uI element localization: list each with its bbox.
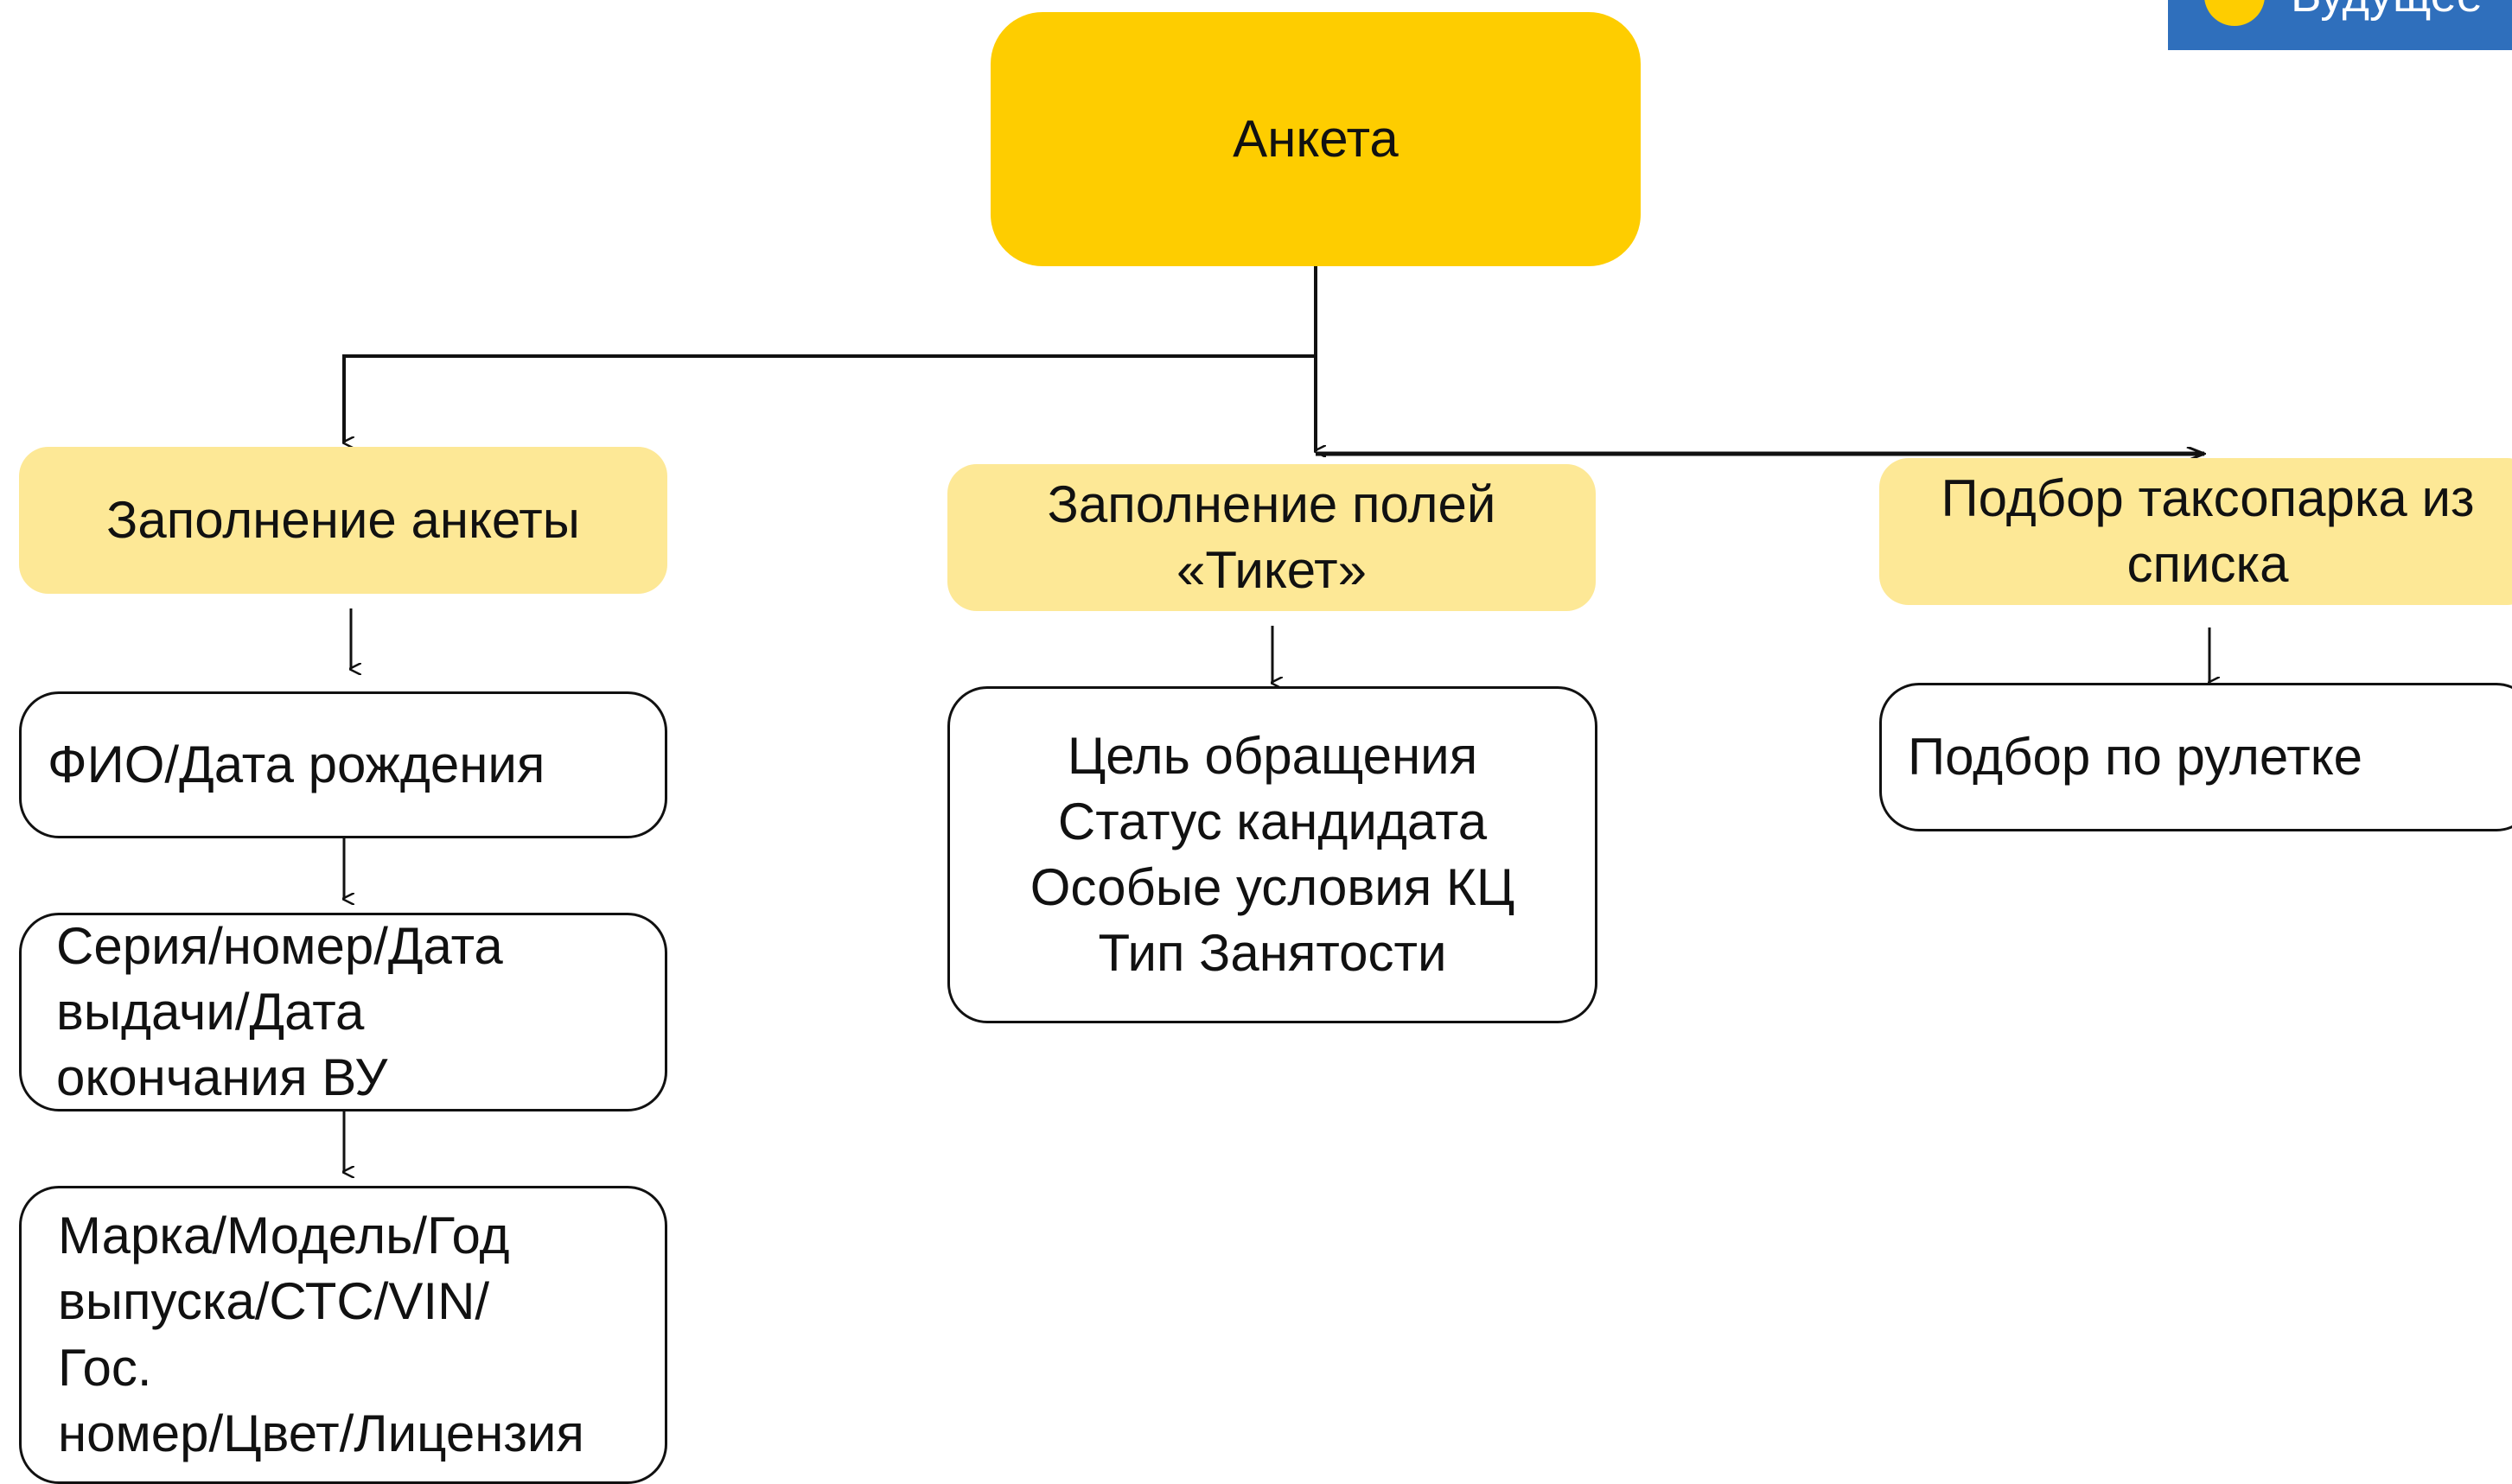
detail-fio-label: ФИО/Дата рождения [48, 735, 545, 793]
category-ticket-fields-line-2: «Тикет» [1176, 541, 1368, 599]
detail-license-line-2: выдачи/Дата [56, 982, 365, 1041]
detail-vehicle-line-4: номер/Цвет/Лицензия [58, 1404, 584, 1462]
detail-ticket-line-4: Тип Занятости [1098, 924, 1447, 983]
detail-vehicle-line-3: Гос. [58, 1338, 152, 1397]
category-ticket-fields: Заполнение полей «Тикет» [947, 464, 1596, 611]
category-taxi-park-line-2: списка [2126, 535, 2289, 593]
detail-ticket-line-1: Цель обращения [1067, 726, 1478, 785]
detail-roulette-label: Подбор по рулетке [1908, 727, 2363, 786]
category-fill-form: Заполнение анкеты [19, 447, 667, 594]
detail-ticket-line-2: Статус кандидата [1057, 792, 1488, 850]
detail-license-line-3: окончания ВУ [56, 1048, 388, 1107]
root-node-label: Анкета [1233, 109, 1399, 168]
category-taxi-park: Подбор таксопарка из списка [1879, 458, 2512, 605]
detail-ticket-fields: Цель обращения Статус кандидата Особые у… [947, 686, 1597, 1023]
detail-vehicle-line-1: Марка/Модель/Год [58, 1207, 510, 1265]
detail-license-line-1: Серия/номер/Дата [56, 916, 503, 975]
category-taxi-park-line-1: Подбор таксопарка из [1941, 468, 2475, 527]
detail-roulette-selection: Подбор по рулетке [1879, 683, 2512, 831]
detail-license-document: Серия/номер/Дата выдачи/Дата окончания В… [19, 913, 667, 1111]
detail-ticket-line-3: Особые условия КЦ [1030, 858, 1515, 916]
detail-fio-birthdate: ФИО/Дата рождения [19, 691, 667, 838]
category-fill-form-label: Заполнение анкеты [106, 490, 580, 549]
detail-vehicle-line-2: выпуска/СТС/VIN/ [58, 1272, 490, 1331]
root-node-anketa: Анкета [991, 12, 1641, 266]
branch-left [342, 354, 1316, 443]
category-ticket-fields-line-1: Заполнение полей [1047, 474, 1496, 533]
detail-vehicle-info: Марка/Модель/Год выпуска/СТС/VIN/ Гос. н… [19, 1186, 667, 1484]
badge-text: Будущее [2291, 0, 2483, 22]
